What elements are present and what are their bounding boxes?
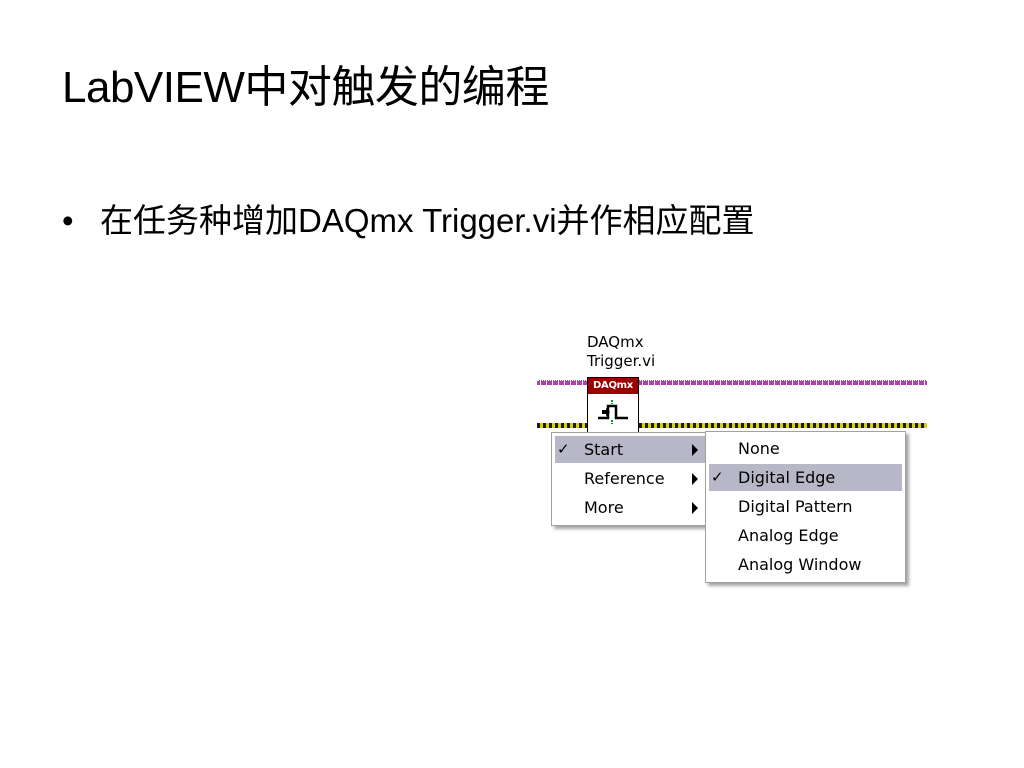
menu-item-label: Analog Window [738, 555, 862, 574]
menu-item-label: Digital Pattern [738, 497, 853, 516]
vi-label-line-2: Trigger.vi [587, 352, 656, 370]
submenu-arrow-icon [692, 473, 698, 485]
task-wire [537, 380, 927, 385]
menu-item-label: More [584, 498, 624, 517]
slide-title: LabVIEW中对触发的编程 [62, 63, 549, 112]
submenu-item-digital-edge[interactable]: ✓ Digital Edge [709, 464, 902, 491]
menu-item-label: Digital Edge [738, 468, 836, 487]
start-trigger-submenu: None ✓ Digital Edge Digital Pattern Anal… [705, 431, 906, 583]
submenu-item-analog-window[interactable]: Analog Window [709, 551, 902, 578]
menu-item-label: Start [584, 440, 624, 459]
bullet-item: • 在任务种增加DAQmx Trigger.vi并作相应配置 [62, 196, 755, 246]
daqmx-trigger-vi-icon[interactable]: DAQmx [587, 377, 639, 433]
trigger-type-menu: ✓ Start Reference More [551, 432, 710, 526]
submenu-arrow-icon [692, 444, 698, 456]
bullet-text: 在任务种增加DAQmx Trigger.vi并作相应配置 [100, 202, 755, 239]
menu-item-reference[interactable]: Reference [555, 465, 706, 492]
menu-item-start[interactable]: ✓ Start [555, 436, 706, 463]
vi-icon-banner: DAQmx [588, 378, 638, 394]
check-mark-icon: ✓ [711, 468, 724, 486]
menu-item-label: Reference [584, 469, 665, 488]
submenu-item-digital-pattern[interactable]: Digital Pattern [709, 493, 902, 520]
menu-item-label: Analog Edge [738, 526, 839, 545]
bullet-marker: • [62, 202, 74, 239]
submenu-item-none[interactable]: None [709, 435, 902, 462]
check-mark-icon: ✓ [557, 440, 570, 458]
menu-item-more[interactable]: More [555, 494, 706, 521]
submenu-item-analog-edge[interactable]: Analog Edge [709, 522, 902, 549]
menu-item-label: None [738, 439, 780, 458]
vi-label-line-1: DAQmx [587, 333, 644, 351]
labview-block-diagram: DAQmx Trigger.vi DAQmx ✓ Start Reference… [537, 330, 929, 592]
submenu-arrow-icon [692, 502, 698, 514]
error-wire [537, 423, 927, 428]
vi-label: DAQmx Trigger.vi [587, 333, 655, 371]
trigger-edge-icon [598, 400, 628, 424]
